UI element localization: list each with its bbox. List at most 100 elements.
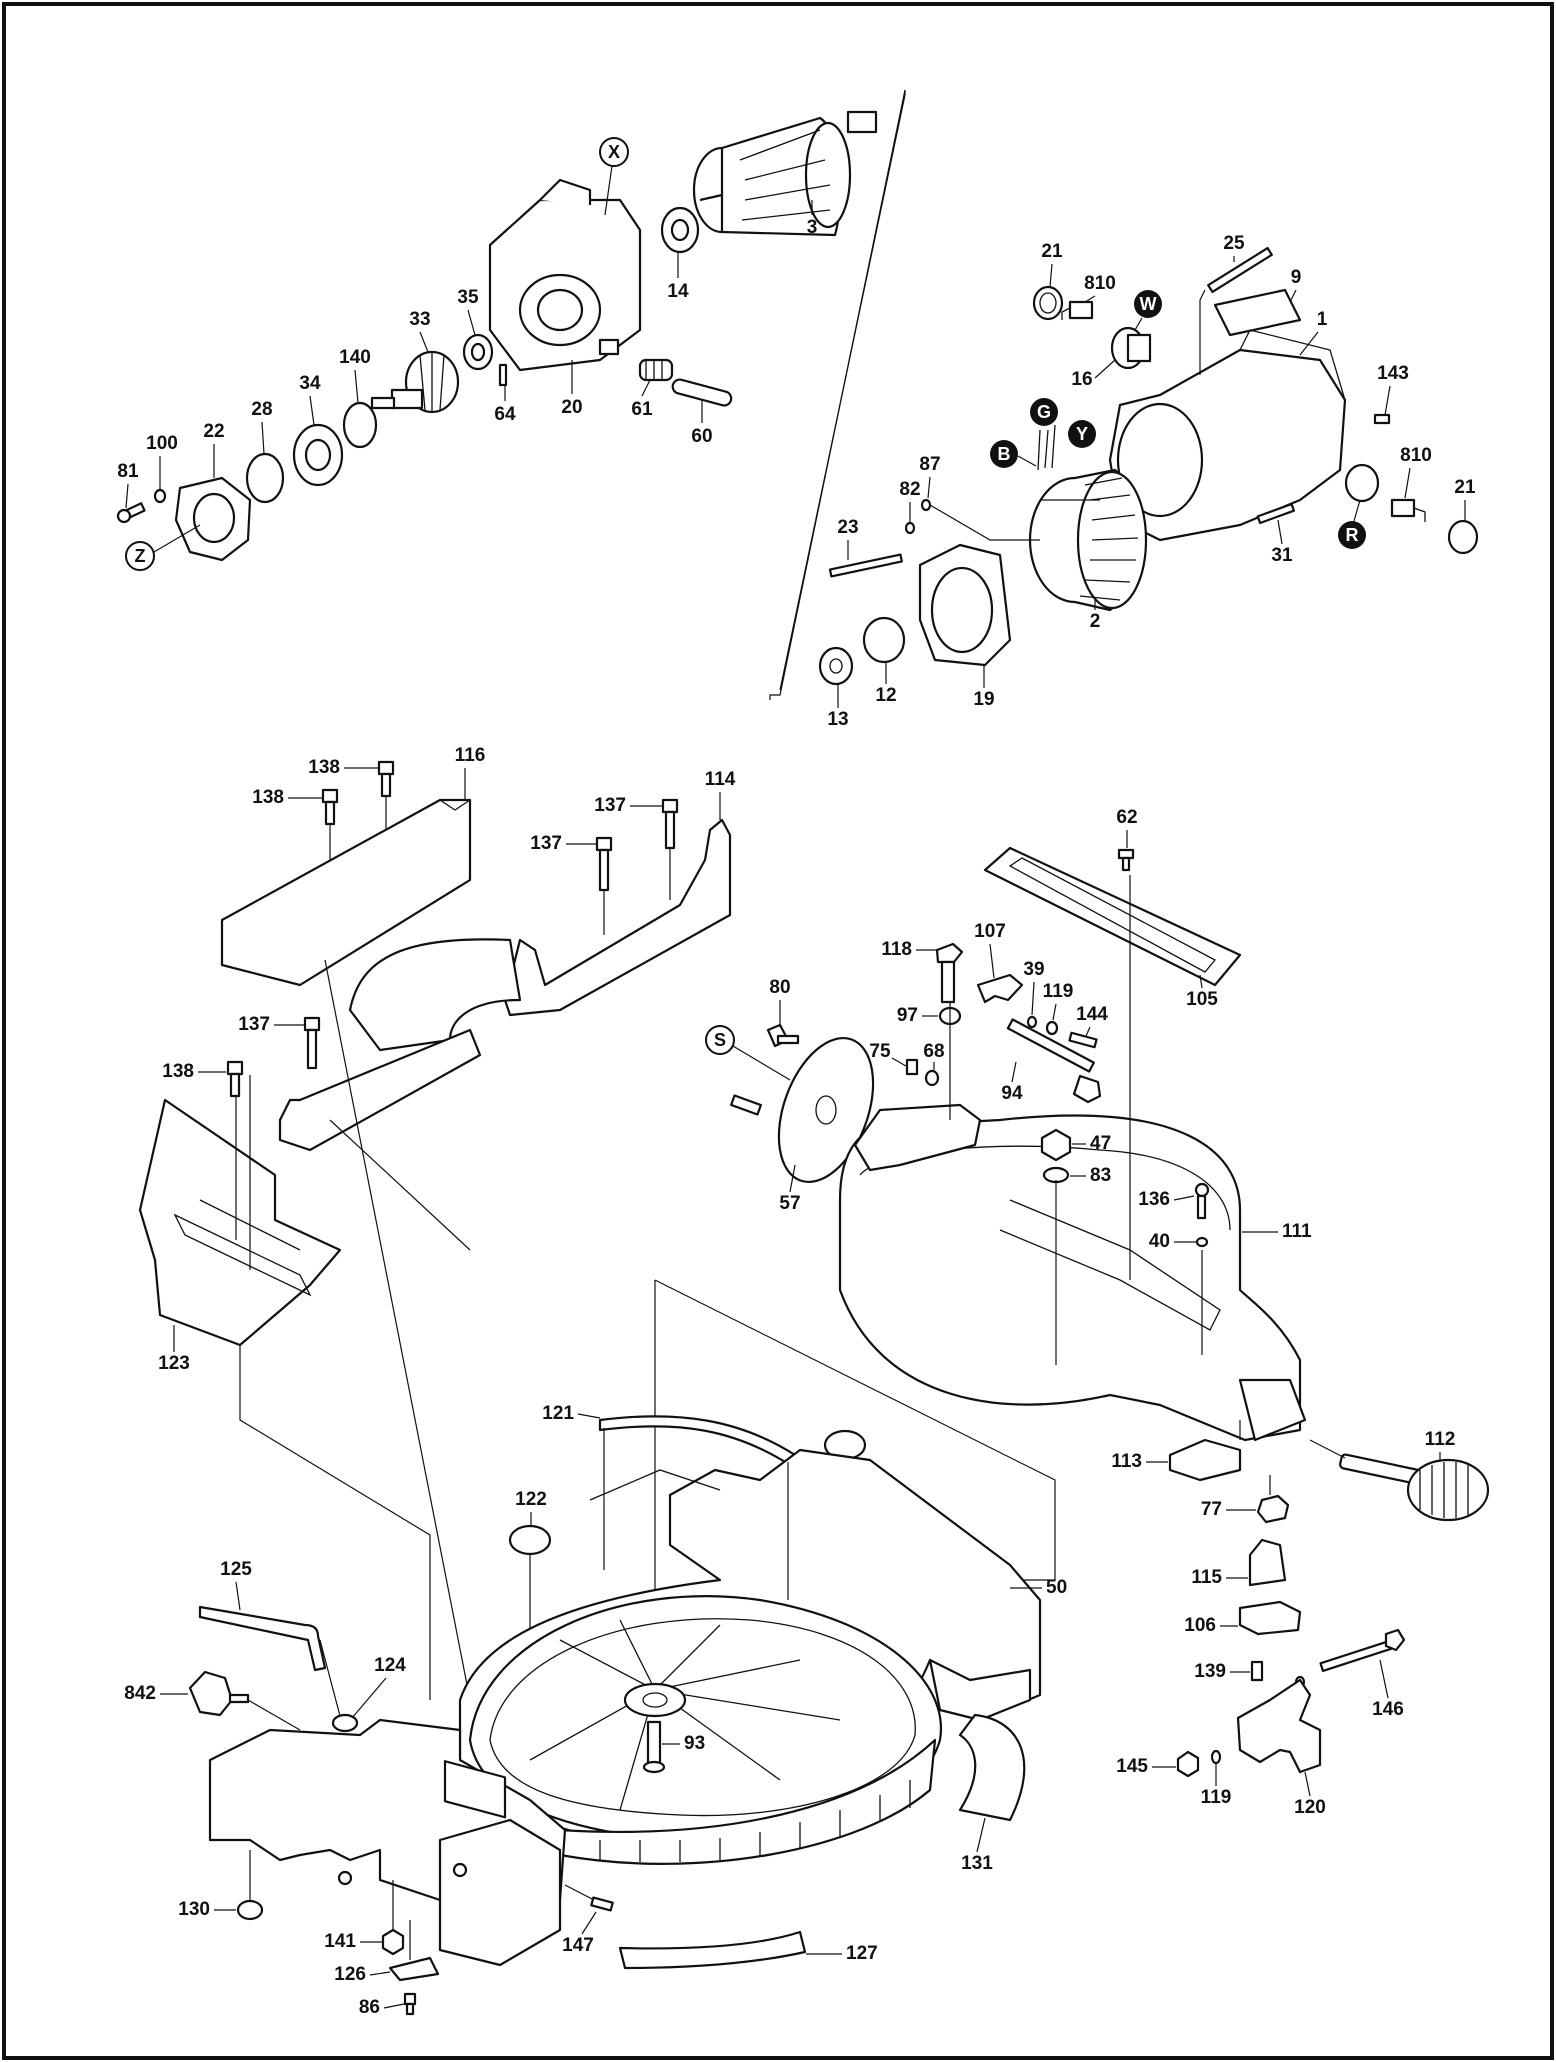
block-113 bbox=[1168, 1438, 1242, 1482]
screw-138c bbox=[226, 1060, 244, 1098]
spring-61 bbox=[638, 358, 674, 382]
label-131: 131 bbox=[961, 1853, 993, 1874]
label-112: 112 bbox=[1425, 1429, 1456, 1450]
label-123: 123 bbox=[158, 1353, 190, 1374]
bolt-118 bbox=[935, 942, 964, 1004]
label-94: 94 bbox=[1001, 1083, 1023, 1104]
nut-47 bbox=[1040, 1128, 1072, 1162]
label-40: 40 bbox=[1149, 1231, 1170, 1252]
label-83: 83 bbox=[1090, 1165, 1111, 1186]
label-810b: 810 bbox=[1400, 445, 1432, 466]
label-138c: 138 bbox=[162, 1061, 194, 1082]
brush-holder-16 bbox=[1110, 326, 1152, 370]
wrench-125 bbox=[198, 1605, 327, 1672]
label-127: 127 bbox=[846, 1943, 878, 1964]
nut-77 bbox=[1256, 1494, 1290, 1524]
label-50: 50 bbox=[1046, 1577, 1067, 1598]
label-115: 115 bbox=[1191, 1567, 1222, 1588]
label-93: 93 bbox=[684, 1733, 705, 1754]
svg-text:R: R bbox=[1346, 525, 1359, 545]
flange-22 bbox=[174, 476, 252, 562]
label-33: 33 bbox=[409, 309, 430, 330]
screw-138a bbox=[377, 760, 395, 798]
label-130: 130 bbox=[178, 1899, 210, 1920]
svg-text:B: B bbox=[998, 444, 1011, 464]
pin-64 bbox=[498, 363, 508, 387]
label-122: 122 bbox=[515, 1489, 547, 1510]
gear-shaft-33 bbox=[370, 350, 460, 414]
armature-3 bbox=[692, 110, 878, 237]
insert-122 bbox=[508, 1524, 552, 1556]
bolt-146 bbox=[1319, 1628, 1406, 1673]
label-14: 14 bbox=[667, 281, 689, 302]
bearing-14 bbox=[660, 206, 700, 254]
label-13: 13 bbox=[827, 709, 848, 730]
label-119b: 119 bbox=[1201, 1787, 1232, 1808]
screw-bevel bbox=[730, 1094, 762, 1116]
callout-r: R bbox=[1338, 499, 1366, 549]
plug-124 bbox=[331, 1713, 359, 1733]
label-124: 124 bbox=[374, 1655, 406, 1676]
bearing-holder-12 bbox=[862, 616, 906, 664]
bolt-68 bbox=[924, 1069, 940, 1087]
svg-text:X: X bbox=[608, 142, 620, 162]
label-82: 82 bbox=[899, 479, 920, 500]
label-106: 106 bbox=[1184, 1615, 1216, 1636]
label-105: 105 bbox=[1186, 989, 1218, 1010]
label-120: 120 bbox=[1294, 1797, 1326, 1818]
sub-fence-116 bbox=[220, 798, 472, 987]
label-9 bbox=[1213, 288, 1302, 337]
label-22: 22 bbox=[203, 421, 224, 442]
turntable-arm-group bbox=[730, 846, 1307, 1442]
screw-136 bbox=[1194, 1182, 1210, 1220]
label-137c: 137 bbox=[238, 1014, 270, 1035]
label-23: 23 bbox=[837, 517, 858, 538]
gear-housing-20 bbox=[488, 178, 642, 372]
bracket-115 bbox=[1248, 1538, 1287, 1587]
washer-39 bbox=[1026, 1015, 1038, 1029]
label-20: 20 bbox=[561, 397, 582, 418]
label-137a: 137 bbox=[594, 795, 626, 816]
label-145: 145 bbox=[1116, 1756, 1148, 1777]
bearing-35 bbox=[462, 333, 494, 371]
screw-144 bbox=[1068, 1031, 1098, 1049]
scale-127 bbox=[618, 1930, 807, 1970]
washer-28 bbox=[245, 452, 285, 504]
ring-140 bbox=[342, 401, 378, 449]
callout-w: W bbox=[1134, 290, 1162, 331]
strip-121 bbox=[598, 1415, 797, 1467]
label-31: 31 bbox=[1271, 545, 1293, 566]
washer-83 bbox=[1042, 1166, 1070, 1184]
label-35: 35 bbox=[457, 287, 479, 308]
bolt-93 bbox=[642, 1720, 666, 1774]
callout-g: G bbox=[1030, 398, 1058, 426]
callout-x: X bbox=[599, 137, 629, 216]
callout-b: B bbox=[990, 440, 1037, 468]
foot-130 bbox=[236, 1899, 264, 1921]
field-coil-2 bbox=[1028, 424, 1148, 612]
label-81: 81 bbox=[117, 461, 139, 482]
label-100: 100 bbox=[146, 433, 178, 454]
label-77: 77 bbox=[1201, 1499, 1222, 1520]
label-144: 144 bbox=[1076, 1004, 1108, 1025]
fence-group bbox=[138, 760, 732, 1701]
washer-87 bbox=[920, 498, 932, 512]
washer-119a bbox=[1045, 1020, 1059, 1036]
base-50 bbox=[458, 1448, 1042, 1865]
svg-text:W: W bbox=[1140, 294, 1157, 314]
label-121: 121 bbox=[542, 1403, 574, 1424]
label-810a: 810 bbox=[1084, 273, 1116, 294]
base-group bbox=[188, 1279, 1056, 2016]
svg-text:Y: Y bbox=[1076, 424, 1088, 444]
handle-clamp-group bbox=[1168, 1420, 1490, 1778]
screw-31 bbox=[1256, 502, 1296, 525]
label-136: 136 bbox=[1138, 1189, 1170, 1210]
label-107: 107 bbox=[974, 921, 1006, 942]
brush-810b bbox=[1390, 498, 1426, 522]
label-2: 2 bbox=[1090, 611, 1101, 632]
label-86: 86 bbox=[359, 1997, 380, 2018]
label-137b: 137 bbox=[530, 833, 562, 854]
screw-139 bbox=[1250, 1660, 1264, 1682]
washer-100 bbox=[153, 488, 167, 504]
